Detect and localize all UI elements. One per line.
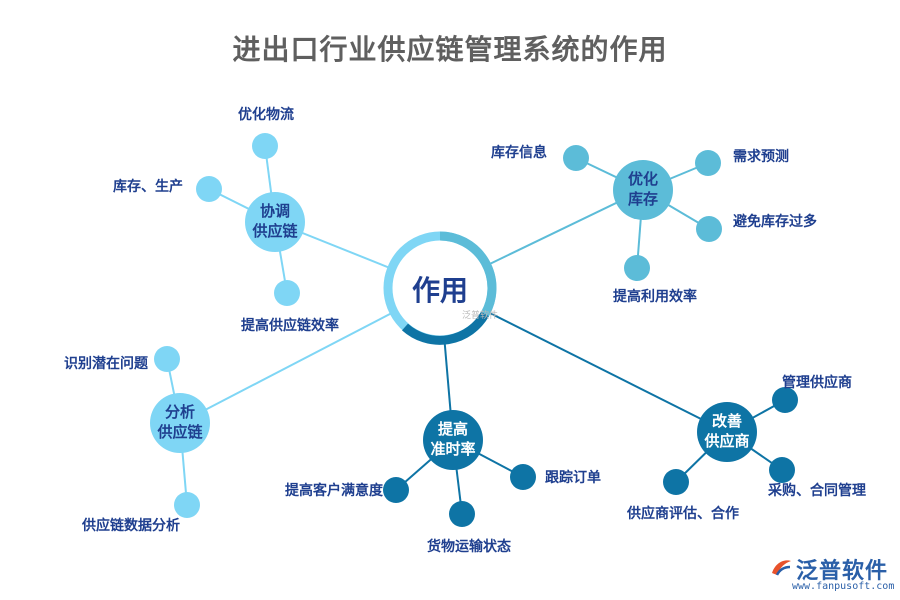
leaf-label: 提高客户满意度 [285,482,384,499]
center-ring-arc [439,231,497,317]
hub-circle [697,402,757,462]
leaf-label: 需求预测 [733,148,789,165]
hub-label: 供应链 [156,423,203,441]
logo-icon [772,560,791,576]
leaf-dot [695,150,721,176]
leaf-label: 提高利用效率 [613,288,697,305]
leaf-dot [174,492,200,518]
leaf-label: 管理供应商 [782,374,852,391]
hub-label: 协调 [260,202,290,220]
brand-logo: 泛普软件 www.fanpusoft.com [768,553,898,597]
leaf-label: 采购、合同管理 [767,482,866,499]
hub-label: 库存 [628,190,658,208]
leaf-label: 优化物流 [238,106,294,123]
leaf-dot [383,477,409,503]
leaf-dot [663,469,689,495]
hub-ontime: 提高 准时率 [423,410,483,470]
center-node: 作用 [383,231,497,345]
watermark: 泛普软件 [462,311,499,321]
leaf-label: 库存、生产 [113,178,183,195]
diagram-title: 进出口行业供应链管理系统的作用 [232,33,668,66]
leaf-dot [772,387,798,413]
center-ring-arc [401,311,489,345]
leaf-label: 跟踪订单 [545,469,601,486]
hub-label: 提高 [438,420,468,438]
leaf-label: 库存信息 [491,144,547,161]
hub-circle [423,410,483,470]
leaf-label: 提高供应链效率 [241,317,339,334]
hub-analysis: 分析 供应链 [150,393,210,453]
hub-circle [613,160,673,220]
hub-supplier: 改善 供应商 [697,402,757,462]
leaf-label: 识别潜在问题 [64,355,149,372]
hub-inventory: 优化 库存 [613,160,673,220]
logo-brand: 泛普软件 [796,559,889,584]
leaf-label: 避免库存过多 [733,213,817,230]
hub-label: 分析 [165,403,195,421]
leaf-label: 供应链数据分析 [81,517,180,534]
leaf-dots [154,133,798,527]
leaf-dot [196,176,222,202]
leaf-dot [696,216,722,242]
hub-label: 优化 [628,170,658,188]
hub-label: 改善 [712,412,742,430]
center-label: 作用 [412,274,468,307]
hub-label: 供应商 [703,432,749,450]
leaf-dot [563,145,589,171]
leaf-dot [624,255,650,281]
leaf-dot [769,457,795,483]
logo-url: www.fanpusoft.com [792,581,895,592]
leaf-label: 货物运输状态 [426,538,511,555]
hub-coordinate: 协调 供应链 [245,192,305,252]
hub-circle [150,393,210,453]
leaf-dot [449,501,475,527]
hub-circle [245,192,305,252]
leaf-dot [274,280,300,306]
leaf-label: 供应商评估、合作 [626,505,739,522]
leaf-dot [252,133,278,159]
leaf-labels: 优化物流 库存、生产 提高供应链效率 库存信息 需求预测 避免库存过多 提高利用… [64,106,866,555]
leaf-dot [154,346,180,372]
hub-label: 准时率 [430,440,475,458]
leaf-dot [510,464,536,490]
hub-label: 供应链 [251,222,298,240]
